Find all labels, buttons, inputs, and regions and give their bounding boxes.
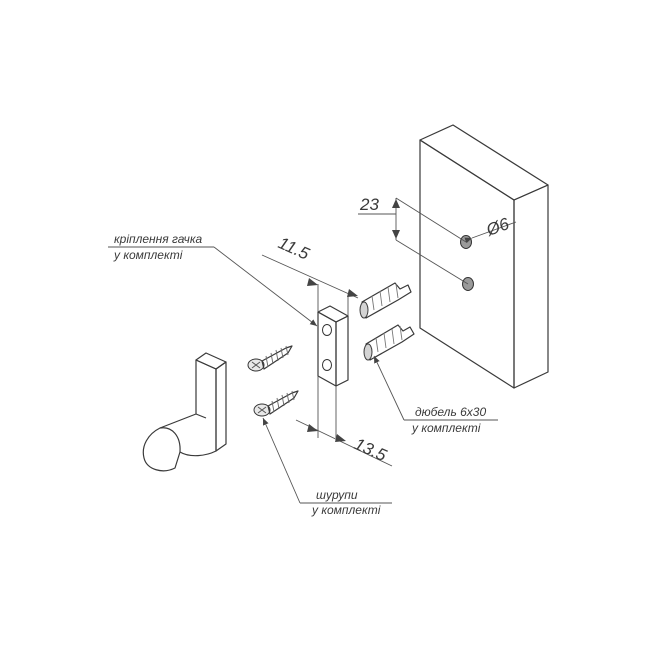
label-screws-line2: у комплекті [311, 503, 381, 517]
label-screws-line1: шурупи [316, 488, 358, 502]
label-mount-line2: у комплекті [113, 248, 183, 262]
label-mount-line1: кріплення гачка [114, 232, 203, 246]
hole-diameter-dimension: Ø6 [464, 214, 517, 244]
plate-height-dimension: 13.5 [295, 376, 393, 467]
dimension-plate-height: 13.5 [351, 434, 389, 465]
dowel-upper [359, 282, 412, 319]
wall-panel [419, 124, 549, 389]
callout-screws: шурупи у комплекті [262, 417, 392, 517]
extension-line [395, 197, 467, 243]
plate-hole-upper [322, 324, 332, 336]
dimension-hole-spacing: 23 [359, 195, 379, 214]
label-dowel-line2: у комплекті [411, 421, 481, 435]
screw-upper [247, 345, 293, 372]
dimension-hole-diameter: Ø6 [483, 214, 512, 240]
arrowhead [392, 230, 400, 239]
callout-dowel: дюбель 6х30 у комплекті [373, 355, 498, 435]
panel-front-face [419, 139, 515, 389]
hole-spacing-dimension: 23 [358, 195, 469, 285]
extension-line [395, 239, 469, 285]
coat-hook [142, 352, 227, 472]
arrowhead [392, 199, 400, 208]
dowel-lower [363, 324, 415, 361]
label-dowel-line1: дюбель 6х30 [415, 405, 486, 419]
plate-hole-lower [322, 359, 332, 371]
leader-line [464, 221, 517, 244]
hook-mounting-plate [317, 305, 349, 387]
callout-mount: кріплення гачка у комплекті [108, 232, 318, 327]
dimension-plate-width: 11.5 [275, 233, 312, 264]
screw-lower [253, 390, 299, 417]
plate-width-dimension: 11.5 [261, 233, 359, 316]
panel-top-face [419, 124, 549, 201]
panel-side-face [513, 184, 549, 389]
